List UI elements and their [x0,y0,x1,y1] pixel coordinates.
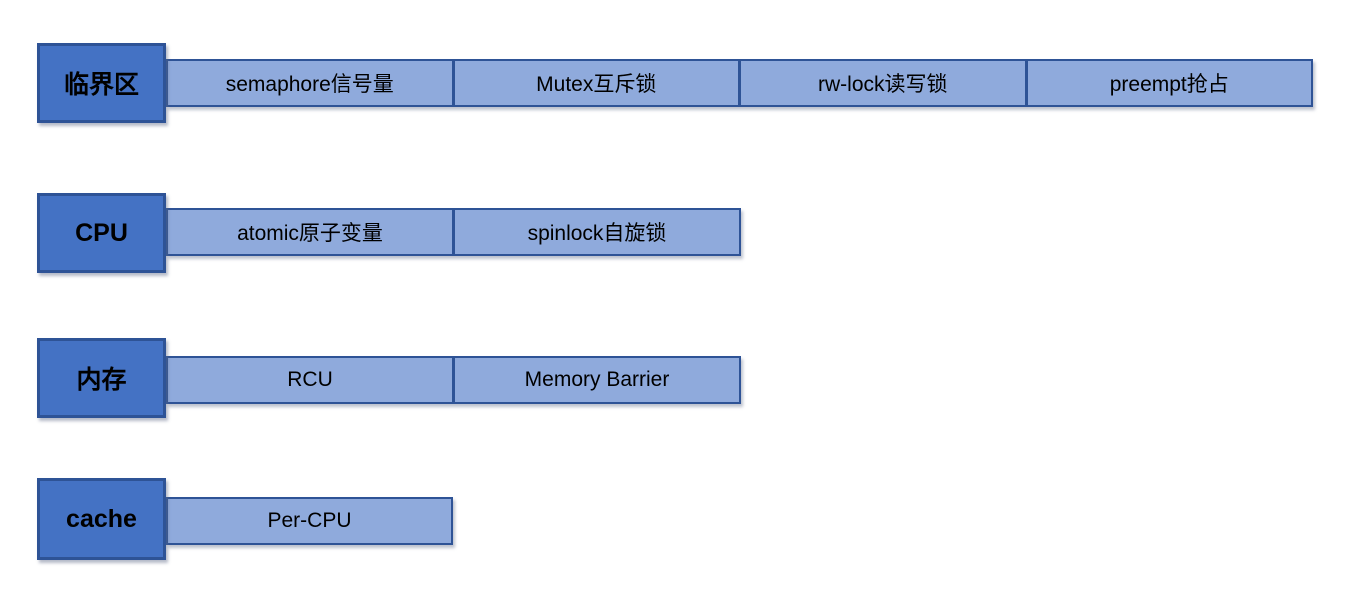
row-header-memory: 内存 [37,338,166,418]
bar-cell-spinlock: spinlock自旋锁 [452,210,739,254]
bar-cell-rwlock: rw-lock读写锁 [738,61,1025,105]
bar-cell-mutex: Mutex互斥锁 [451,61,739,105]
bar-cell-per-cpu: Per-CPU [267,509,352,532]
bar-cell-atomic: atomic原子变量 [237,222,383,245]
bar-cell-memory-barrier: Memory Barrier [452,358,739,402]
row-bar-memory: RCU Memory Barrier [166,356,741,404]
bar-cell-semaphore: semaphore信号量 [225,73,394,96]
row-bar-critical-section: semaphore信号量 Mutex互斥锁 rw-lock读写锁 preempt… [166,59,1313,107]
row-header-critical-section: 临界区 [37,43,166,123]
row-bar-cache: Per-CPU [166,497,453,545]
row-header-label: 临界区 [63,71,139,99]
row-header-cache: cache [37,478,166,560]
row-header-label: cache [66,504,137,533]
bar-cell-rcu: RCU [287,368,333,391]
row-header-label: CPU [75,218,128,247]
row-header-cpu: CPU [37,193,166,273]
row-bar-cpu: atomic原子变量 spinlock自旋锁 [166,208,741,256]
bar-cell-preempt: preempt抢占 [1024,61,1312,105]
row-header-label: 内存 [76,366,127,394]
